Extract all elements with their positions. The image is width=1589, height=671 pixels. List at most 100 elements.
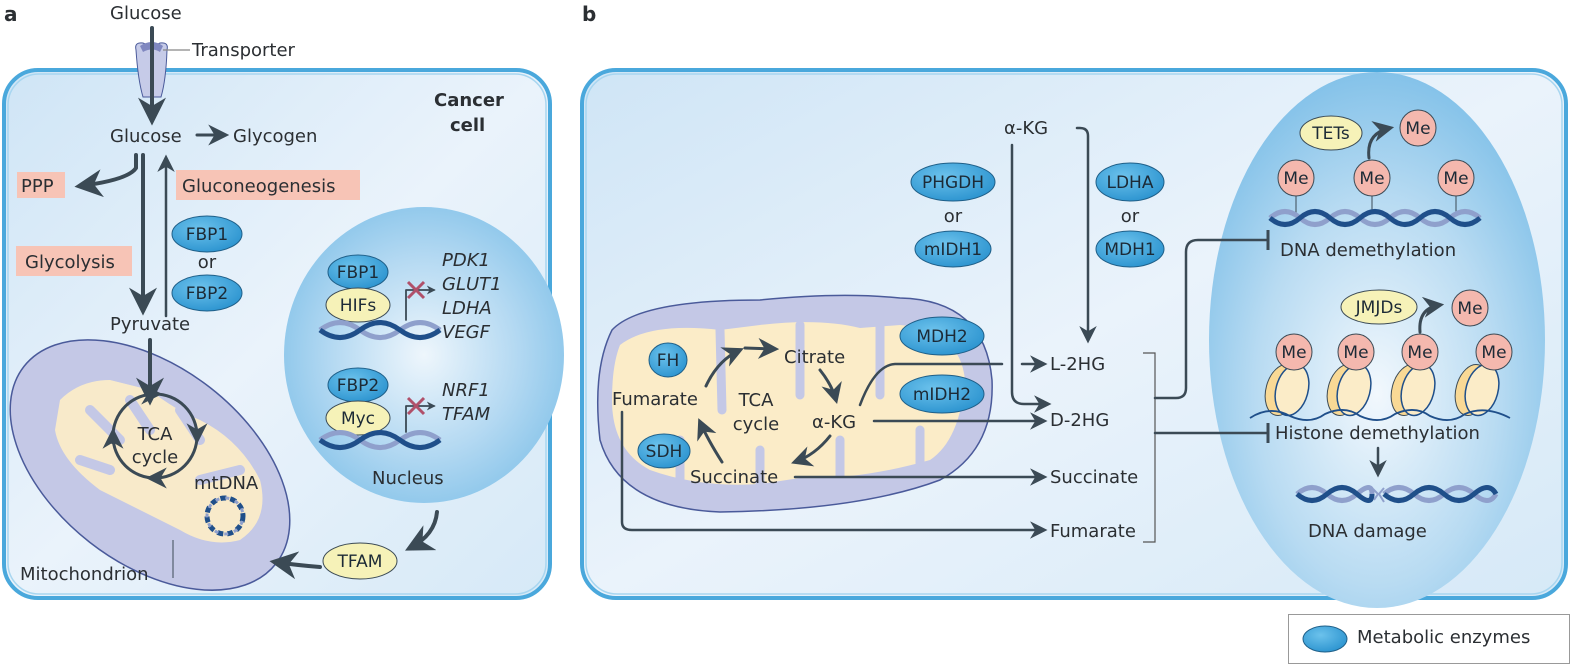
enzyme-fh: FH (648, 342, 688, 378)
inhibit-x-icon-1 (406, 280, 426, 300)
svg-text:HIFs: HIFs (340, 296, 377, 316)
target-gene-6: TFAM (442, 404, 491, 425)
methyl-group-removed-1: Me (1399, 109, 1437, 147)
akg-top-label: α-KG (1004, 118, 1048, 139)
gluconeogenesis-label: Gluconeogenesis (182, 176, 336, 197)
methyl-group-dna-3: Me (1437, 159, 1475, 214)
cancer-cell-label-1: Cancer (434, 90, 504, 111)
jmjds-demethyl-arrow (1418, 296, 1445, 334)
svg-text:Me: Me (1343, 343, 1368, 363)
transcription-arrow-1 (405, 285, 436, 321)
tfam-factor: TFAM (322, 542, 398, 580)
fumarate-to-citrate-arrow-1 (704, 347, 744, 388)
citrate-to-akg-arrow (818, 368, 842, 405)
nucleosome-4: Me (1454, 333, 1513, 417)
glucose-outside-label: Glucose (110, 3, 182, 24)
target-gene-3: LDHA (442, 298, 492, 319)
svg-text:FBP2: FBP2 (337, 376, 380, 396)
cancer-cell-label-2: cell (450, 115, 485, 136)
svg-text:FBP2: FBP2 (186, 284, 229, 304)
legend-label: Metabolic enzymes (1357, 627, 1531, 648)
ppp-arrow (74, 153, 138, 198)
akg-to-l2hg-line (858, 362, 1004, 407)
target-gene-2: GLUT1 (442, 274, 502, 295)
svg-text:Me: Me (1405, 119, 1430, 139)
tca-cycle-a (102, 383, 208, 489)
svg-text:mIDH1: mIDH1 (924, 240, 982, 260)
enzyme-sdh: SDH (637, 433, 691, 469)
svg-text:MDH1: MDH1 (1104, 240, 1155, 260)
methyl-group-dna-2: Me (1353, 159, 1391, 214)
svg-text:Me: Me (1281, 343, 1306, 363)
gluconeogenesis-box (176, 170, 360, 200)
enzyme-mdh2: MDH2 (899, 316, 985, 356)
methyl-group-dna-1: Me (1277, 159, 1315, 214)
svg-text:SDH: SDH (646, 442, 683, 462)
svg-text:Myc: Myc (341, 409, 375, 429)
akg-to-succinate-arrow (791, 434, 832, 467)
oncometabolite-bracket (1143, 352, 1156, 543)
svg-text:MDH2: MDH2 (916, 327, 967, 347)
transporter-icon (135, 42, 168, 98)
svg-text:FBP1: FBP1 (337, 263, 380, 283)
svg-text:TETs: TETs (1311, 124, 1350, 144)
dna-helix-2 (318, 430, 442, 450)
akg-mito-label: α-KG (812, 412, 856, 433)
fbp2-myc-complex: FBP2 Myc (325, 367, 391, 436)
succinate-product-label: Succinate (1050, 467, 1138, 488)
d2hg-label: D-2HG (1050, 410, 1109, 431)
tets-demethyl-arrow (1367, 121, 1395, 160)
chromatin-strand (1249, 409, 1511, 421)
enzyme-midh1: mIDH1 (914, 230, 992, 268)
enzyme-ldha: LDHA (1095, 162, 1165, 202)
fumarate-to-citrate-arrow-2 (743, 337, 780, 359)
transcription-arrow-2 (405, 401, 436, 433)
tets-factor: TETs (1299, 115, 1363, 151)
svg-text:LDHA: LDHA (1107, 173, 1154, 193)
nucleus-a (284, 207, 564, 503)
l2hg-label: L-2HG (1050, 354, 1105, 375)
nucleosome-2: Me (1326, 333, 1375, 417)
glycogen-label: Glycogen (233, 126, 317, 147)
tca-label-a-1: TCA (137, 424, 174, 445)
svg-text:TFAM: TFAM (337, 552, 383, 572)
or-label-b1: or (944, 206, 963, 227)
svg-text:Me: Me (1457, 299, 1482, 319)
akg-to-d2hg-arrow (1010, 143, 1052, 413)
tfam-to-mito-arrow (269, 551, 322, 580)
glycolysis-label: Glycolysis (25, 252, 115, 273)
svg-text:PHGDH: PHGDH (922, 173, 984, 193)
tca-label-a-2: cycle (132, 447, 179, 468)
dna-damage-label: DNA damage (1308, 521, 1427, 542)
fumarate-product-label: Fumarate (1050, 521, 1136, 542)
transporter-label: Transporter (191, 40, 296, 61)
tca-label-b-1: TCA (738, 390, 775, 411)
svg-text:Me: Me (1407, 343, 1432, 363)
glycolysis-box (16, 246, 132, 276)
svg-text:Me: Me (1283, 169, 1308, 189)
nucleosome-3: Me (1390, 333, 1439, 417)
ppp-label: PPP (21, 176, 54, 197)
panel-b-letter: b (582, 2, 596, 26)
dna-helix-methylated (1268, 209, 1482, 227)
citrate-label: Citrate (784, 347, 845, 368)
nucleus-to-tfam-arrow (405, 510, 439, 551)
ppp-box (17, 172, 65, 198)
svg-text:Me: Me (1481, 343, 1506, 363)
histone-demethylation-label: Histone demethylation (1275, 423, 1480, 444)
inhibit-dna-demethylation-line (1153, 238, 1270, 400)
target-gene-5: NRF1 (442, 380, 490, 401)
enzyme-fbp1: FBP1 (171, 215, 243, 253)
enzyme-phgdh: PHGDH (910, 162, 996, 202)
glucose-inside-label: Glucose (110, 126, 182, 147)
tca-label-b-2: cycle (733, 414, 780, 435)
succinate-to-fumarate-arrow (697, 418, 724, 464)
svg-text:JMJDs: JMJDs (1355, 298, 1403, 318)
legend: Metabolic enzymes (1288, 614, 1570, 664)
target-gene-4: VEGF (442, 322, 491, 343)
nucleosome-1: Me (1264, 333, 1313, 417)
nucleus-b (1209, 72, 1545, 608)
enzyme-midh2: mIDH2 (899, 374, 985, 414)
succinate-mito-label: Succinate (690, 467, 778, 488)
